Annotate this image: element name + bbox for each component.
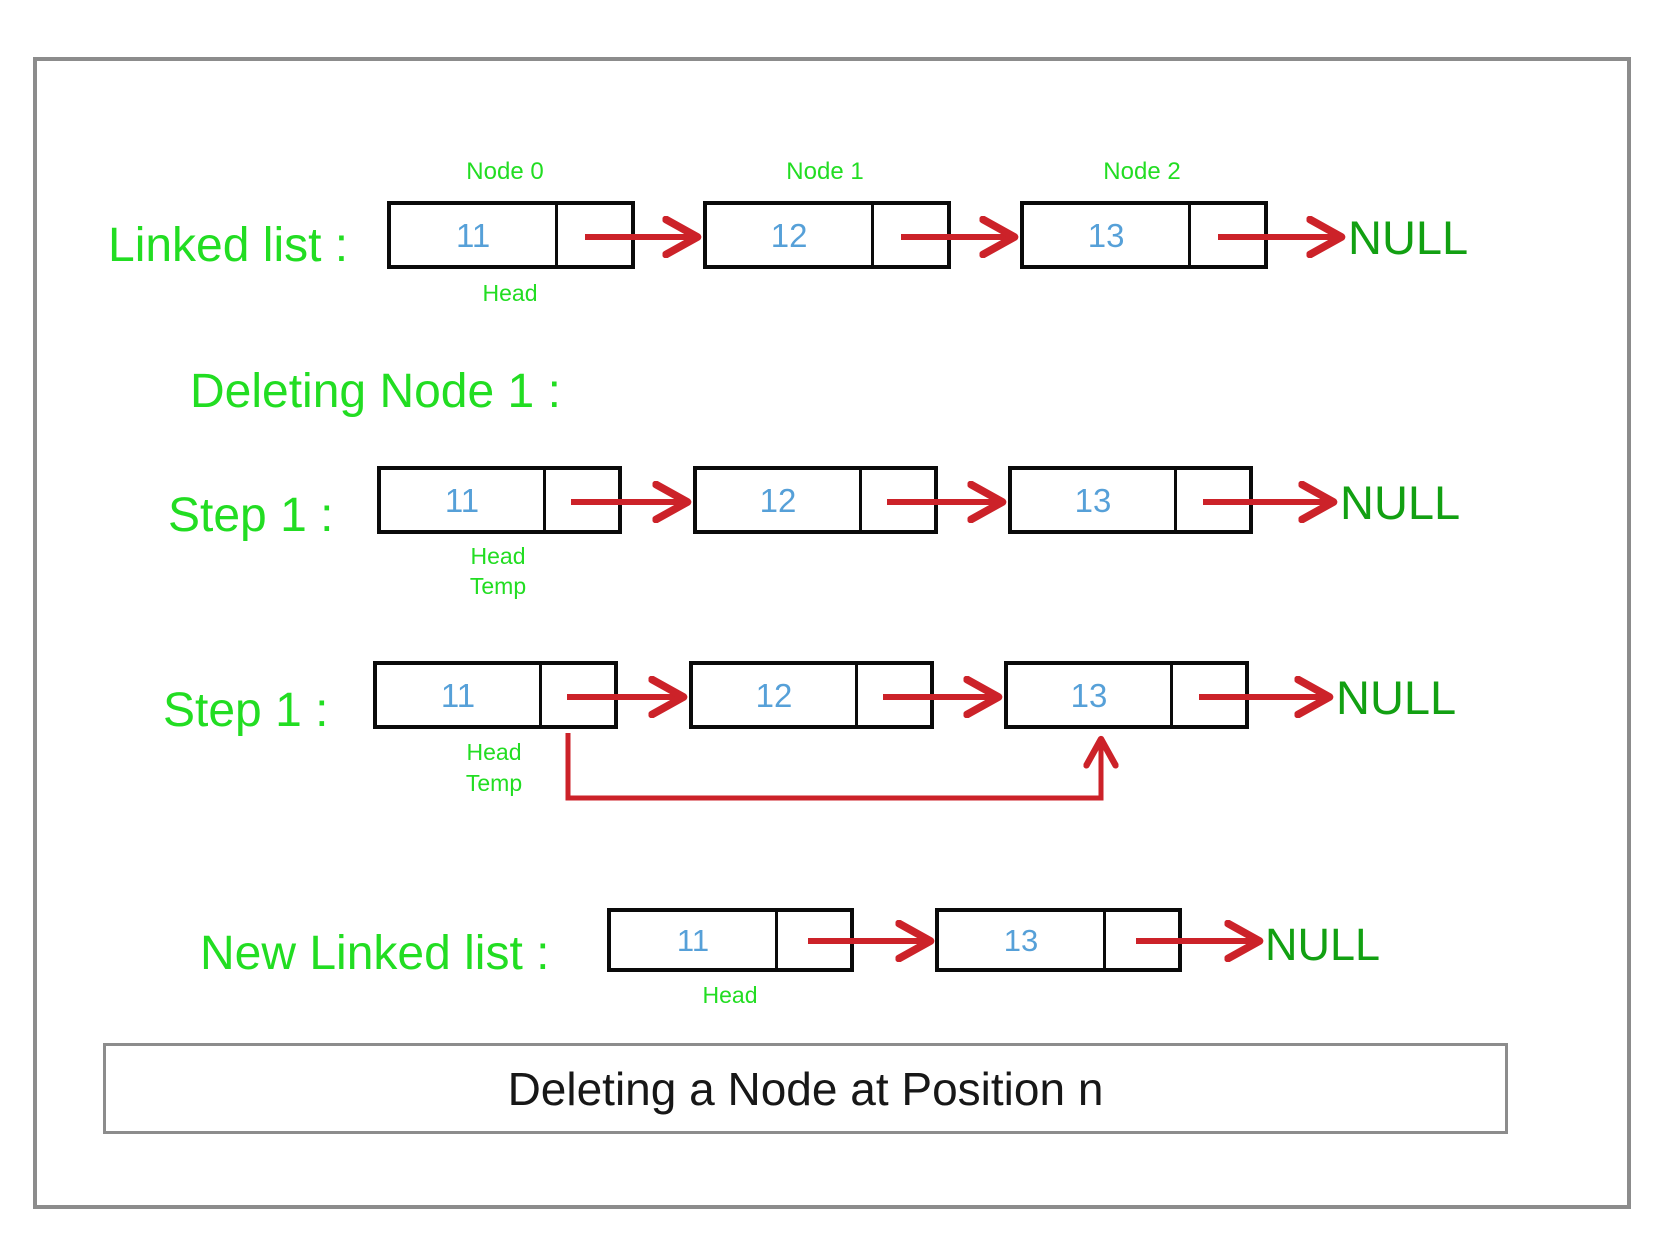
node-pointer-0-2 bbox=[1191, 205, 1264, 265]
node-caption-head-2: Head bbox=[466, 739, 522, 765]
node-value-0-0: 11 bbox=[391, 205, 559, 265]
node-box-3-0: 11 bbox=[607, 908, 854, 972]
node-pointer-2-0 bbox=[542, 665, 614, 725]
node-box-3-1: 13 bbox=[935, 908, 1182, 972]
node-pointer-0-1 bbox=[874, 205, 947, 265]
node-caption-temp-2: Temp bbox=[465, 770, 523, 796]
node-value-2-2: 13 bbox=[1008, 665, 1173, 725]
node-box-1-1: 12 bbox=[693, 466, 938, 534]
row-label-step-1-a: Step 1 : bbox=[168, 489, 334, 542]
node-pointer-2-1 bbox=[858, 665, 930, 725]
node-caption-temp-1: Temp bbox=[469, 573, 527, 599]
row-label-linked-list: Linked list : bbox=[108, 219, 349, 272]
row-label-new-linked-list: New Linked list : bbox=[200, 927, 550, 980]
node-pointer-0-0 bbox=[558, 205, 631, 265]
node-title-node0: Node 0 bbox=[466, 158, 544, 185]
node-pointer-3-0 bbox=[778, 912, 850, 968]
null-terminator-1: NULL bbox=[1340, 476, 1461, 529]
node-box-1-0: 11 bbox=[377, 466, 622, 534]
node-pointer-1-2 bbox=[1177, 470, 1249, 530]
node-title-node1: Node 1 bbox=[786, 158, 864, 185]
heading-deleting-node: Deleting Node 1 : bbox=[190, 365, 561, 418]
node-box-1-2: 13 bbox=[1008, 466, 1253, 534]
node-caption-head-3: Head bbox=[702, 982, 758, 1008]
node-box-0-1: 12 bbox=[703, 201, 951, 269]
node-value-3-0: 11 bbox=[611, 912, 778, 968]
caption-text: Deleting a Node at Position n bbox=[507, 1062, 1104, 1115]
node-box-0-0: 11 bbox=[387, 201, 635, 269]
node-box-0-2: 13 bbox=[1020, 201, 1268, 269]
null-terminator-3: NULL bbox=[1265, 919, 1381, 970]
node-box-2-1: 12 bbox=[689, 661, 934, 729]
node-caption-head-0: Head bbox=[482, 280, 538, 306]
node-caption-head-1: Head bbox=[470, 543, 526, 569]
node-value-0-2: 13 bbox=[1024, 205, 1192, 265]
node-pointer-3-1 bbox=[1106, 912, 1178, 968]
node-pointer-2-2 bbox=[1173, 665, 1245, 725]
node-value-0-1: 12 bbox=[707, 205, 875, 265]
node-value-3-1: 13 bbox=[939, 912, 1106, 968]
node-value-1-2: 13 bbox=[1012, 470, 1177, 530]
node-value-1-0: 11 bbox=[381, 470, 546, 530]
null-terminator-0: NULL bbox=[1348, 211, 1469, 264]
node-title-node2: Node 2 bbox=[1103, 158, 1181, 185]
node-box-2-0: 11 bbox=[373, 661, 618, 729]
node-value-2-1: 12 bbox=[693, 665, 858, 725]
node-pointer-1-1 bbox=[862, 470, 934, 530]
node-value-1-1: 12 bbox=[697, 470, 862, 530]
caption-box: Deleting a Node at Position n bbox=[103, 1043, 1508, 1134]
node-pointer-1-0 bbox=[546, 470, 618, 530]
node-value-2-0: 11 bbox=[377, 665, 542, 725]
node-box-2-2: 13 bbox=[1004, 661, 1249, 729]
row-label-step-1-b: Step 1 : bbox=[163, 684, 329, 737]
null-terminator-2: NULL bbox=[1336, 671, 1457, 724]
